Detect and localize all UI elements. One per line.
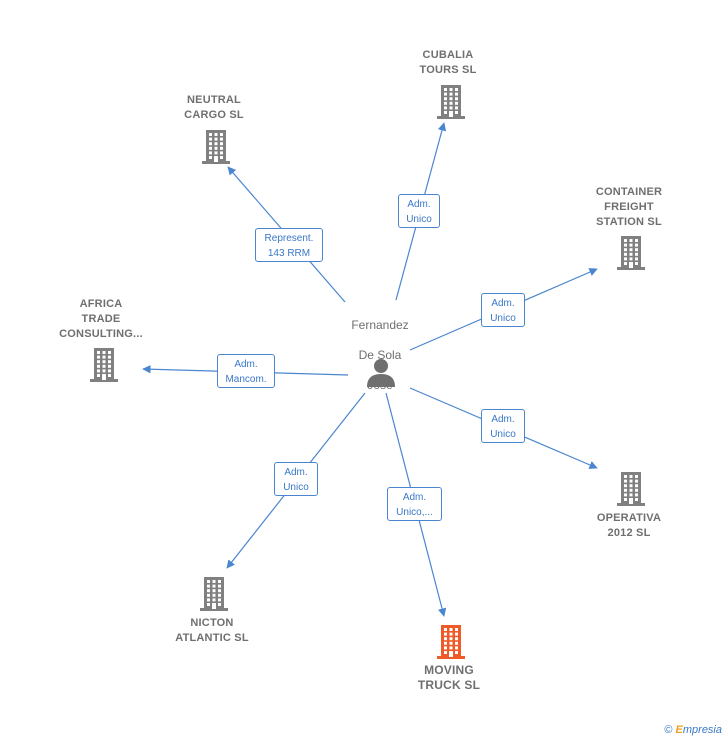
relation-label-cubalia[interactable]: Adm. Unico (398, 194, 440, 228)
company-building-icon[interactable] (435, 625, 467, 659)
company-label-moving[interactable]: MOVING TRUCK SL (417, 663, 481, 692)
company-building-icon[interactable] (435, 85, 467, 119)
relation-label-container[interactable]: Adm. Unico (481, 293, 525, 327)
company-label-nicton[interactable]: NICTON ATLANTIC SL (175, 617, 249, 644)
company-building-icon[interactable] (200, 130, 232, 164)
company-label-neutral[interactable]: NEUTRAL CARGO SL (184, 94, 244, 121)
company-building-icon[interactable] (615, 236, 647, 270)
relation-label-operativa[interactable]: Adm. Unico (481, 409, 525, 443)
relation-label-africa[interactable]: Adm. Mancom. (217, 354, 275, 388)
relation-label-moving[interactable]: Adm. Unico,... (387, 487, 442, 521)
company-label-cubalia[interactable]: CUBALIA TOURS SL (419, 49, 477, 76)
person-name-line1: Fernandez (351, 318, 409, 332)
company-building-icon[interactable] (198, 577, 230, 611)
person-name-line2: De Sola (358, 348, 402, 362)
brand-initial: E (675, 724, 683, 736)
company-label-operativa[interactable]: OPERATIVA 2012 SL (596, 512, 662, 539)
person-icon[interactable] (365, 358, 397, 388)
company-building-icon[interactable] (88, 348, 120, 382)
brand-name: mpresia (682, 724, 722, 736)
company-building-icon[interactable] (615, 472, 647, 506)
relation-label-neutral[interactable]: Represent. 143 RRM (255, 228, 323, 262)
company-label-africa[interactable]: AFRICA TRADE CONSULTING... (59, 298, 143, 340)
company-label-container[interactable]: CONTAINER FREIGHT STATION SL (595, 186, 663, 228)
footer-brand: ©Empresia (664, 724, 722, 736)
relation-label-nicton[interactable]: Adm. Unico (274, 462, 318, 496)
copyright-icon: © (664, 724, 673, 736)
